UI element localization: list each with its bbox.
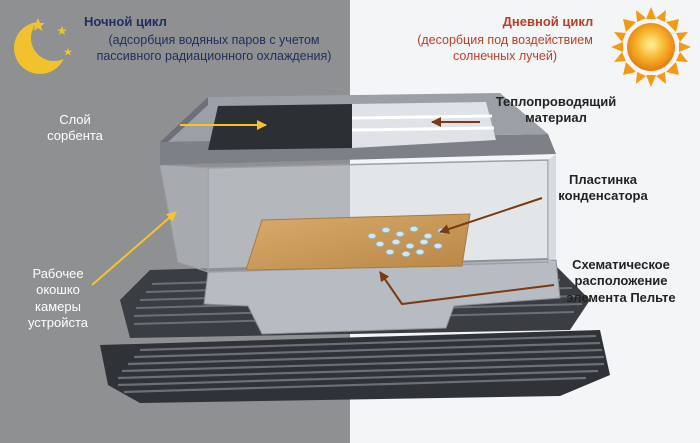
condenser-plate-arrow: [439, 197, 543, 234]
sun-icon: [611, 7, 691, 87]
sorbent-layer-label: Слой сорбента: [47, 112, 103, 144]
peltier-arrow: [379, 271, 555, 306]
day-cycle-subtitle: (десорбция под воздействием солнечных лу…: [417, 33, 593, 63]
chamber-window-label: Рабочее окошко камеры устройста: [27, 266, 89, 330]
condenser-plate: [245, 213, 471, 271]
moon-stars-icon: [14, 15, 77, 74]
night-cycle-title: Ночной цикл: [84, 14, 167, 29]
night-cycle-subtitle: (адсорбция водяных паров с учетом пассив…: [96, 33, 332, 63]
chamber-base: [203, 259, 561, 335]
condenser-plate-label: Пластинка конденсатора: [558, 172, 648, 204]
window-arrow: [91, 211, 177, 286]
peltier-label: Схематическое расположение элемента Пель…: [566, 257, 676, 305]
heat-conductor-label: Теплопроводящий материал: [495, 94, 617, 126]
day-cycle-title: Дневной цикл: [502, 14, 594, 29]
